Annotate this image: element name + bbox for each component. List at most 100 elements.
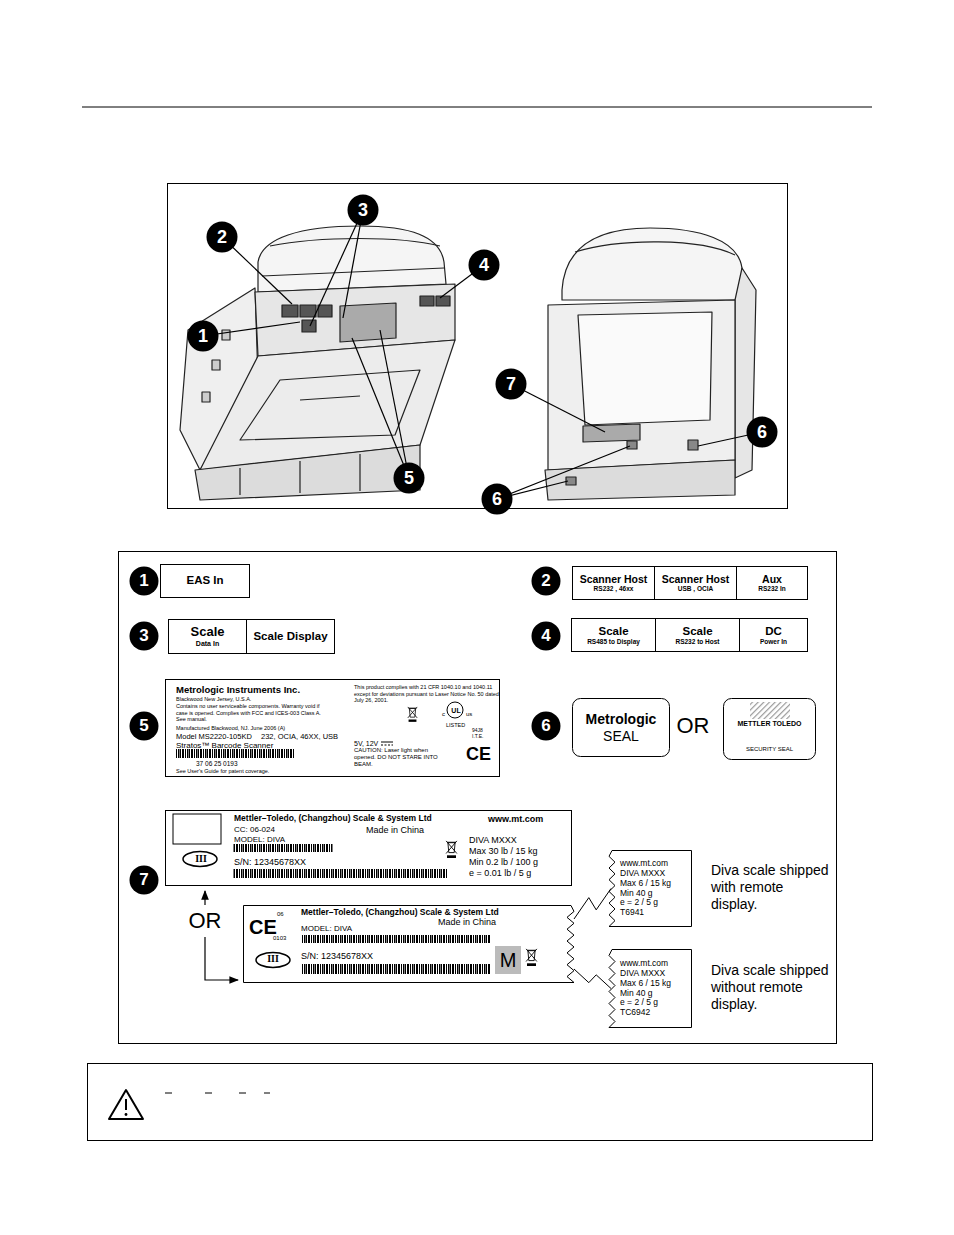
leader-line (380, 330, 409, 478)
label-text: UL (448, 707, 464, 715)
callout-circle: 6 (531, 711, 561, 741)
callout-circle-shape (532, 567, 561, 596)
port-label-text: Scale (682, 625, 712, 638)
label-text: III (183, 853, 219, 865)
port-label-text: RS485 to Display (587, 638, 640, 645)
callout-number: 5 (404, 468, 414, 489)
port-label: ScaleRS232 to Host (655, 618, 740, 652)
scanner-drawing (270, 239, 440, 247)
label-outline (244, 906, 575, 983)
port-label-text: Data In (196, 640, 219, 648)
port-label-text: Scanner Host (580, 573, 648, 585)
warning-box (125, 1113, 128, 1116)
warning-box (109, 1090, 143, 1119)
figure-frame (168, 184, 788, 509)
leader-line (497, 446, 630, 499)
callout-circle-shape (394, 463, 425, 494)
or-arrow (205, 891, 238, 980)
scanner-drawing (300, 305, 316, 317)
seal-text: SEAL (603, 728, 639, 744)
callout-number: 6 (492, 489, 502, 510)
leader-line (511, 384, 605, 432)
or-label: OR (675, 713, 711, 739)
scanner-drawing (420, 296, 434, 306)
label-text: Contains no user serviceable components.… (176, 703, 326, 723)
seal-text: METTLER TOLEDO (725, 720, 814, 728)
callout-circle-shape (482, 484, 513, 515)
label-text: Model MS2220-105KD (176, 732, 252, 741)
callout-circle-shape (532, 712, 561, 741)
scanner-drawing (262, 268, 444, 276)
label-artwork (381, 745, 393, 746)
callout-circle-shape (130, 712, 159, 741)
scanner-drawing (545, 460, 735, 500)
page-rule (82, 107, 872, 108)
leader-line (310, 210, 363, 326)
or-arrow (204, 891, 205, 905)
panel-frame (119, 552, 837, 1044)
callout-number: 3 (139, 626, 148, 646)
label-outline (609, 950, 692, 1028)
label-artwork (495, 946, 521, 974)
label-text: TC6942 (620, 1008, 650, 1018)
or-arrow (205, 937, 238, 980)
label-text: Mettler–Toledo, (Changzhou) Scale & Syst… (301, 907, 499, 917)
callout-circle-shape (207, 222, 238, 253)
label-text: See User's Guide for patent coverage. (176, 768, 269, 775)
label-text: Made in China (438, 917, 496, 928)
label-text: CE (249, 915, 277, 939)
callout-circle-shape (469, 250, 500, 281)
port-label-text: Aux (762, 573, 782, 585)
callout-circle-shape (188, 321, 219, 352)
label-text: us (466, 711, 472, 718)
scanner-drawing (627, 441, 637, 449)
callout-number: 3 (358, 200, 368, 221)
label-text: M (495, 948, 521, 972)
panel-frame (119, 552, 837, 1044)
callout-circle: 2 (206, 221, 238, 253)
callout-circle-shape (130, 622, 159, 651)
warning-box (88, 1064, 873, 1141)
callout-number: 1 (198, 326, 208, 347)
callout-circle-shape (348, 195, 379, 226)
port-label-text: RS232 In (758, 585, 785, 592)
scanner-drawing (578, 312, 712, 425)
scanner-drawing (180, 226, 756, 500)
label-artwork (173, 702, 790, 974)
capacity-label: www.mt.comDIVA MXXXMax 6 / 15 kgMin 40 g… (608, 949, 692, 1028)
scanner-drawing (318, 305, 332, 317)
callout-circle-shape (747, 417, 778, 448)
port-label-text: RS232 , 46xx (594, 585, 634, 592)
callout-circle: 4 (468, 249, 500, 281)
label-artwork (233, 844, 333, 852)
label-text: 37 06 25 0193 (196, 760, 238, 768)
label-artwork (173, 814, 221, 844)
scanner-drawing (258, 226, 446, 292)
port-label-text: Scanner Host (662, 573, 730, 585)
label-outline (573, 699, 670, 757)
label-text: Min 0.2 lb / 100 g (469, 857, 538, 868)
port-label: AuxRS232 In (736, 566, 808, 600)
callout-circle: 1 (187, 320, 219, 352)
label-artwork (256, 953, 290, 968)
port-label-text: Scale (598, 625, 628, 638)
label-text: MODEL: DIVA (234, 835, 285, 845)
scale-label: Mettler–Toledo, (Changzhou) Scale & Syst… (165, 810, 572, 886)
callout-circle: 1 (129, 566, 159, 596)
scanner-drawing (240, 370, 420, 440)
product-label: Metrologic Instruments Inc.Blackwood New… (165, 679, 500, 777)
port-label-text: DC (765, 625, 782, 638)
warning-box (88, 1064, 873, 1141)
scanner-drawing (583, 424, 640, 442)
callout-number: 6 (757, 422, 767, 443)
scanner-drawing (202, 392, 210, 402)
seal-text: SECURITY SEAL (725, 746, 814, 753)
leader-line (343, 210, 363, 318)
scanner-drawing (575, 242, 735, 255)
label-text: Blackwood New Jersey, U.S.A. (176, 696, 251, 703)
callout-circle: 3 (347, 194, 379, 226)
callout-number: 1 (139, 571, 148, 591)
callout-number: 4 (541, 626, 550, 646)
